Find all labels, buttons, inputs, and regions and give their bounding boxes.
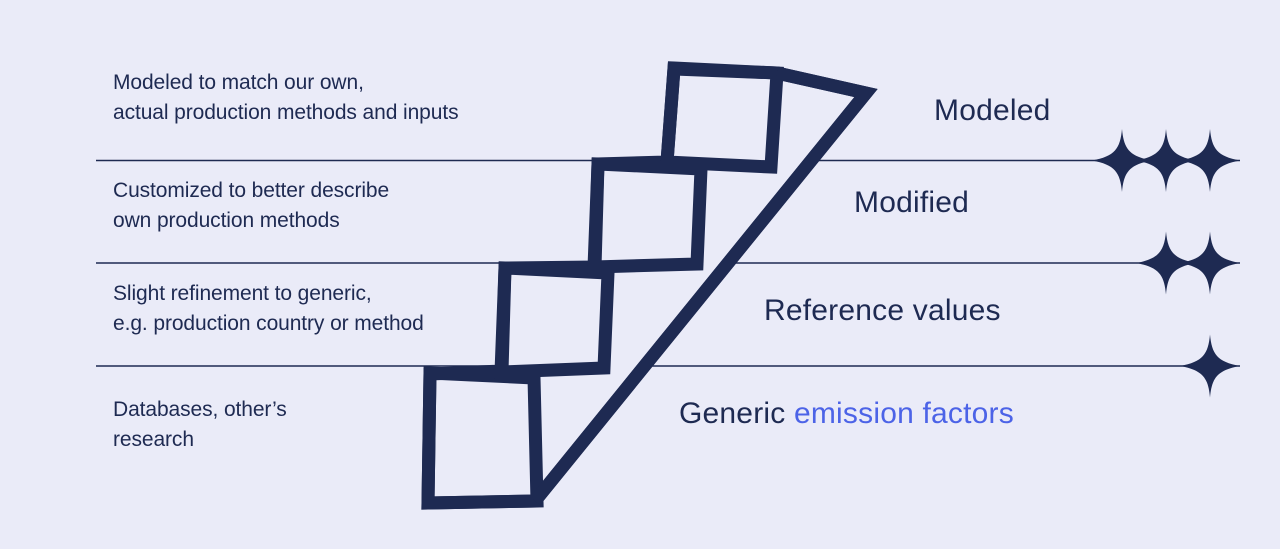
staircase-icon: [421, 61, 878, 510]
sparkle-icon: [1180, 231, 1240, 295]
step-square-2: [494, 261, 615, 379]
description-line: Databases, other’s: [113, 398, 287, 421]
staircase-ramp-edge: [529, 66, 878, 506]
sparkle-icon: [1180, 334, 1240, 398]
level-label-modified: Modified: [854, 186, 969, 219]
level-label-reference-values: Reference values: [764, 294, 1001, 327]
description-line: Customized to better describe: [113, 179, 390, 202]
sparkle-icon: [1136, 231, 1196, 295]
description-line: Modeled to match our own,: [113, 71, 364, 94]
row-description-modified: Customized to better describe own product…: [113, 176, 389, 236]
description-line: Slight refinement to generic,: [113, 282, 372, 305]
sparkle-icon: [1136, 129, 1196, 192]
row-description-generic: Databases, other’s research: [113, 395, 287, 455]
description-line: actual production methods and inputs: [113, 101, 459, 124]
step-square-top: [660, 61, 784, 174]
description-line: own production methods: [113, 209, 340, 232]
level-label-generic-emission-factors: Generic emission factors: [679, 396, 1014, 432]
sparkle-icon: [1092, 129, 1152, 192]
sparkle-icon: [1180, 129, 1240, 192]
level-label-modeled: Modeled: [934, 94, 1051, 127]
description-line: research: [113, 428, 194, 451]
description-line: e.g. production country or method: [113, 312, 424, 335]
label-highlight: emission factors: [793, 397, 1014, 430]
sparkles: [1092, 129, 1240, 398]
staircase-silhouette: [421, 62, 878, 510]
row-description-reference: Slight refinement to generic, e.g. produc…: [113, 279, 424, 339]
label-prefix: Generic: [679, 397, 794, 430]
row-description-modeled: Modeled to match our own, actual producti…: [113, 68, 459, 128]
